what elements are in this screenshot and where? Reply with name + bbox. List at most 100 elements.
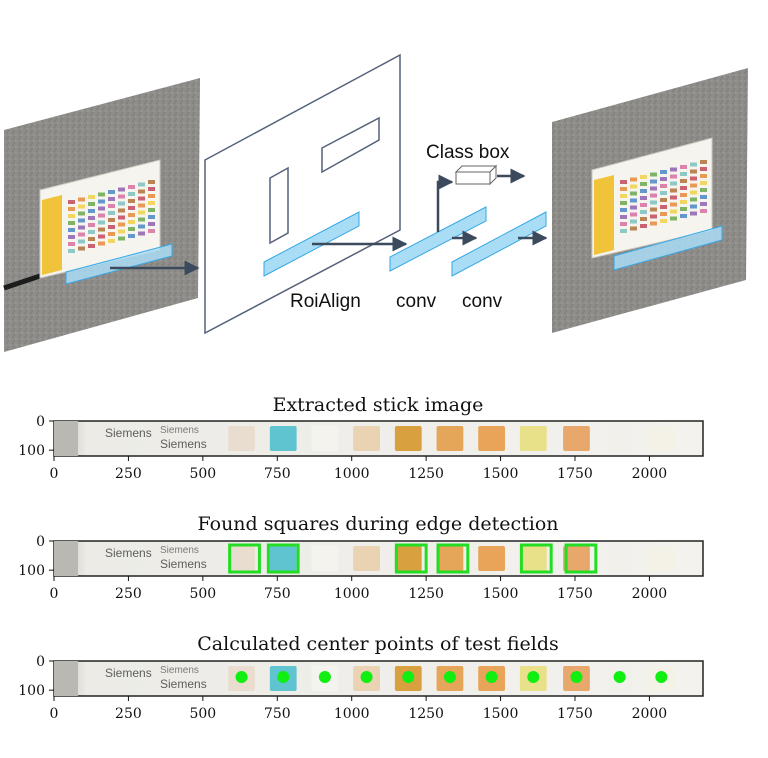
detected-square: [564, 543, 598, 574]
stick-handle: [54, 661, 78, 696]
test-pad: [353, 546, 380, 571]
center-point: [360, 671, 373, 684]
brand-text: Siemens: [105, 546, 152, 560]
center-point: [527, 671, 540, 684]
center-point: [613, 671, 626, 684]
stick-handle: [54, 421, 78, 456]
x-tick-label: 500: [189, 706, 216, 722]
test-pad: [478, 546, 506, 571]
test-pad: [394, 546, 422, 571]
test-pad: [647, 546, 675, 571]
test-pad: [563, 426, 590, 451]
brand-text: Siemens: [160, 425, 199, 436]
center-point: [277, 671, 290, 684]
x-tick-label: 0: [50, 466, 59, 482]
y-tick-label: 100: [18, 443, 45, 459]
detected-square: [519, 543, 553, 574]
output-roi-highlight: [613, 225, 723, 271]
x-tick-label: 750: [264, 466, 291, 482]
x-tick-label: 500: [189, 586, 216, 602]
y-tick-label: 0: [36, 654, 45, 670]
center-point: [485, 671, 498, 684]
conv-strip-2: [451, 211, 547, 277]
stick-handle: [54, 541, 78, 576]
output-photo: [552, 68, 748, 333]
test-pad: [606, 546, 634, 571]
test-pad: [228, 426, 255, 451]
brand-text: Siemens: [160, 437, 207, 451]
roi-strip: [263, 211, 360, 277]
x-tick-label: 750: [264, 586, 291, 602]
x-tick-label: 1000: [334, 706, 370, 722]
x-tick-label: 1750: [557, 586, 593, 602]
y-tick-label: 0: [36, 414, 45, 430]
test-pad: [436, 426, 464, 451]
x-tick-label: 1500: [483, 586, 519, 602]
center-point: [570, 671, 583, 684]
center-point: [318, 671, 331, 684]
test-pad: [436, 546, 464, 571]
detected-square: [228, 543, 261, 574]
proposal-box-1: [321, 116, 380, 174]
x-tick-label: 1000: [334, 586, 370, 602]
x-tick-label: 500: [189, 466, 216, 482]
x-tick-label: 250: [115, 466, 142, 482]
x-tick-label: 1000: [334, 466, 370, 482]
x-tick-label: 1750: [557, 466, 593, 482]
chart-title: Found squares during edge detection: [197, 513, 558, 535]
brand-text: Siemens: [160, 545, 199, 556]
test-pad: [394, 426, 422, 451]
label-conv-1: conv: [396, 291, 437, 312]
label-class-box: Class box: [426, 142, 510, 163]
test-pad: [478, 426, 506, 451]
x-tick-label: 0: [50, 706, 59, 722]
center-point: [443, 671, 456, 684]
chart-title: Calculated center points of test fields: [197, 633, 559, 655]
arrow-to-class-box: [436, 174, 454, 232]
brand-text: Siemens: [160, 665, 199, 676]
center-point: [655, 671, 668, 684]
x-tick-label: 1250: [408, 466, 444, 482]
x-tick-label: 1250: [408, 706, 444, 722]
x-tick-label: 0: [50, 586, 59, 602]
feature-map-panel: [204, 53, 401, 335]
x-tick-label: 250: [115, 586, 142, 602]
test-pad: [606, 426, 634, 451]
y-tick-label: 100: [18, 683, 45, 699]
chart-title: Extracted stick image: [273, 394, 484, 416]
test-pad: [269, 426, 297, 451]
chart-found-squares: Found squares during edge detection Siem…: [18, 513, 704, 602]
x-tick-label: 750: [264, 706, 291, 722]
class-box-shape: [454, 164, 498, 186]
detected-square: [266, 543, 300, 574]
x-tick-label: 250: [115, 706, 142, 722]
detected-square: [436, 543, 470, 574]
test-pad: [228, 546, 255, 571]
x-tick-label: 2000: [632, 706, 668, 722]
brand-text: Siemens: [160, 677, 207, 691]
label-conv-2: conv: [462, 291, 503, 312]
test-pad: [353, 426, 380, 451]
test-pad: [311, 426, 339, 451]
test-pad: [563, 546, 590, 571]
x-tick-label: 2000: [632, 466, 668, 482]
chart-extracted-stick: Extracted stick image SiemensSiemensSiem…: [18, 394, 704, 482]
y-tick-label: 100: [18, 563, 45, 579]
chart-center-points: Calculated center points of test fields …: [18, 633, 704, 722]
x-tick-label: 2000: [632, 586, 668, 602]
brand-text: Siemens: [160, 557, 207, 571]
proposal-box-2: [269, 166, 289, 245]
test-pad: [519, 426, 547, 451]
input-roi-highlight: [65, 243, 173, 285]
brand-text: Siemens: [105, 666, 152, 680]
input-photo: [3, 78, 200, 352]
x-tick-label: 1250: [408, 586, 444, 602]
brand-text: Siemens: [105, 426, 152, 440]
conv-strip-1: [389, 206, 487, 272]
x-tick-label: 1500: [483, 466, 519, 482]
test-pad: [519, 546, 547, 571]
x-tick-label: 1750: [557, 706, 593, 722]
y-tick-label: 0: [36, 534, 45, 550]
pipeline-diagram: Class box RoiAlign conv conv: [3, 53, 748, 352]
